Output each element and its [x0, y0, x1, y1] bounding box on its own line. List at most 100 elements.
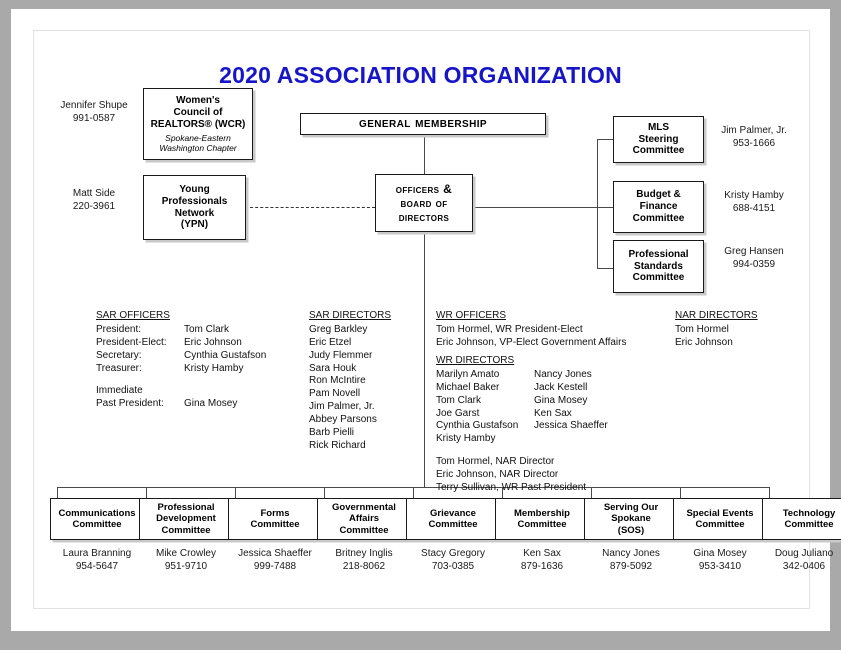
wr-director-name: Tom Clark	[436, 394, 482, 406]
sar-director-name: Barb Pielli	[309, 427, 355, 439]
sar-officer-row: President:Tom Clark	[96, 324, 266, 337]
general-membership-label: General Membership	[359, 115, 487, 132]
node-young-professionals-network[interactable]: Young Professionals Network (YPN)	[143, 175, 246, 240]
wr-officers-heading: WR OFFICERS	[436, 310, 506, 321]
node-budget-finance-committee[interactable]: Budget & Finance Committee	[613, 181, 704, 233]
sar-officer-role: Secretary:	[96, 349, 142, 361]
sar-officer-row: President-Elect:Eric Johnson	[96, 337, 266, 350]
node-officers-board-of-directors[interactable]: Officers & Board of Directors	[375, 174, 473, 232]
committee-line: Communications	[58, 507, 136, 519]
committee-box-communications[interactable]: Communications Committee	[50, 498, 144, 540]
committee-line: Governmental	[332, 502, 396, 514]
committee-contact-phone: 953-3410	[698, 560, 742, 572]
sar-director-name: Rick Richard	[309, 439, 366, 451]
committee-contact-forms: Jessica Shaeffer 999-7488	[225, 548, 325, 574]
committee-contact-phone: 879-1636	[520, 560, 564, 572]
roster-wr-directors: WR DIRECTORS Marilyn Amato Michael Baker…	[436, 355, 634, 495]
committee-box-governmental-affairs[interactable]: Governmental Affairs Committee	[317, 498, 411, 540]
committee-contact-name: Gina Mosey	[693, 548, 747, 559]
committee-stub-2	[146, 487, 147, 499]
sar-officer-role: President-Elect:	[96, 336, 167, 348]
contact-wcr: Jennifer Shupe 991-0587	[48, 100, 140, 126]
committee-contact-name: Laura Branning	[62, 548, 132, 559]
wr-footer-line: Eric Johnson, NAR Director	[436, 469, 559, 481]
nar-directors-heading: NAR DIRECTORS	[675, 310, 758, 321]
wr-directors-column-left: Marilyn Amato Michael Baker Tom Clark Jo…	[436, 369, 534, 446]
committee-contact-technology: Doug Juliano 342-0406	[757, 548, 841, 574]
committee-line: Committee	[72, 519, 122, 530]
wr-footer-line: Tom Hormel, NAR Director	[436, 456, 555, 468]
contact-budget-phone: 688-4151	[732, 202, 776, 214]
committee-line: (SOS)	[617, 524, 645, 536]
contact-prof-std-name: Greg Hansen	[724, 246, 784, 257]
wr-officer-line: Tom Hormel, WR President-Elect	[436, 323, 583, 335]
wr-director-name: Marilyn Amato	[436, 368, 500, 380]
contact-professional-standards: Greg Hansen 994-0359	[708, 246, 800, 272]
node-professional-standards-committee[interactable]: Professional Standards Committee	[613, 240, 704, 293]
committee-contact-phone: 703-0385	[431, 560, 475, 572]
roster-wr-officers: WR OFFICERS Tom Hormel, WR President-Ele…	[436, 310, 626, 350]
committee-box-special-events[interactable]: Special Events Committee	[673, 498, 767, 540]
committee-box-membership[interactable]: Membership Committee	[495, 498, 589, 540]
wcr-subtitle-1: Spokane-Eastern	[165, 132, 231, 143]
committee-line: Affairs	[348, 513, 380, 525]
wr-director-name: Cynthia Gustafson	[436, 420, 519, 432]
sar-director-name: Greg Barkley	[309, 323, 368, 335]
committee-contact-phone: 951-9710	[164, 560, 208, 572]
sar-director-name: Judy Flemmer	[309, 349, 373, 361]
contact-ypn-name: Matt Side	[72, 188, 116, 199]
contact-wcr-phone: 991-0587	[72, 112, 116, 124]
committee-contact-name: Britney Inglis	[335, 548, 393, 559]
contact-wcr-name: Jennifer Shupe	[60, 100, 128, 111]
ypn-line-4: (YPN)	[180, 219, 209, 231]
officers-line-2: Board of	[400, 195, 448, 210]
committee-contact-phone: 342-0406	[782, 560, 826, 572]
committee-contact-name: Stacy Gregory	[421, 548, 485, 559]
roster-spacer	[96, 375, 266, 385]
nar-director-name: Tom Hormel	[675, 323, 729, 335]
nar-director-name: Eric Johnson	[675, 336, 733, 348]
committee-contact-professional-development: Mike Crowley 951-9710	[139, 548, 233, 574]
sar-officer-name: Cynthia Gustafson	[184, 349, 267, 361]
committee-box-professional-development[interactable]: Professional Development Committee	[139, 498, 233, 540]
committee-line: Committee	[784, 519, 834, 530]
node-mls-steering-committee[interactable]: MLS Steering Committee	[613, 116, 704, 163]
committee-contact-name: Nancy Jones	[602, 548, 660, 559]
connector-officers-trunk	[424, 232, 425, 487]
contact-prof-std-phone: 994-0359	[732, 258, 776, 270]
sar-officer-name: Kristy Hamby	[184, 362, 244, 374]
roster-sar-officers: SAR OFFICERS President:Tom Clark Preside…	[96, 310, 266, 411]
budget-line-2: Finance	[639, 201, 678, 213]
committee-contact-serving-our-spokane: Nancy Jones 879-5092	[584, 548, 678, 574]
committee-box-grievance[interactable]: Grievance Committee	[406, 498, 500, 540]
officers-line-3: Directors	[398, 210, 450, 225]
connector-ypn-dashed	[245, 207, 375, 208]
mls-line-1: MLS	[647, 121, 670, 133]
wr-director-name: Michael Baker	[436, 381, 500, 393]
wr-directors-heading: WR DIRECTORS	[436, 355, 515, 366]
budget-line-3: Committee	[632, 212, 685, 224]
committee-stub-4	[324, 487, 325, 499]
committee-line: Special Events	[686, 507, 754, 519]
connector-bus-to-professional-standards	[597, 268, 614, 269]
wr-director-name: Jessica Shaeffer	[534, 420, 608, 432]
committee-line: Committee	[517, 519, 567, 530]
sar-immediate-label: Immediate	[96, 385, 143, 397]
committee-contact-phone: 218-8062	[342, 560, 386, 572]
node-general-membership[interactable]: General Membership	[300, 113, 546, 135]
prof-std-line-3: Committee	[632, 272, 685, 284]
sar-officer-row: Treasurer: Kristy Hamby	[96, 363, 266, 376]
committee-stub-5	[413, 487, 414, 499]
committee-line: Forms	[260, 507, 290, 519]
committee-contact-governmental-affairs: Britney Inglis 218-8062	[317, 548, 411, 574]
sar-officer-role: Treasurer:	[96, 362, 142, 374]
ypn-line-2: Professionals	[161, 195, 228, 207]
committee-box-forms[interactable]: Forms Committee	[228, 498, 322, 540]
committee-box-serving-our-spokane[interactable]: Serving Our Spokane (SOS)	[584, 498, 678, 540]
committee-line: Spokane	[611, 513, 651, 525]
wcr-subtitle-2: Washington Chapter	[159, 142, 237, 153]
committee-box-technology[interactable]: Technology Committee	[762, 498, 841, 540]
node-womens-council-of-realtors[interactable]: Women's Council of REALTORS® (WCR) Spoka…	[143, 88, 253, 160]
committee-line: Committee	[428, 519, 478, 530]
